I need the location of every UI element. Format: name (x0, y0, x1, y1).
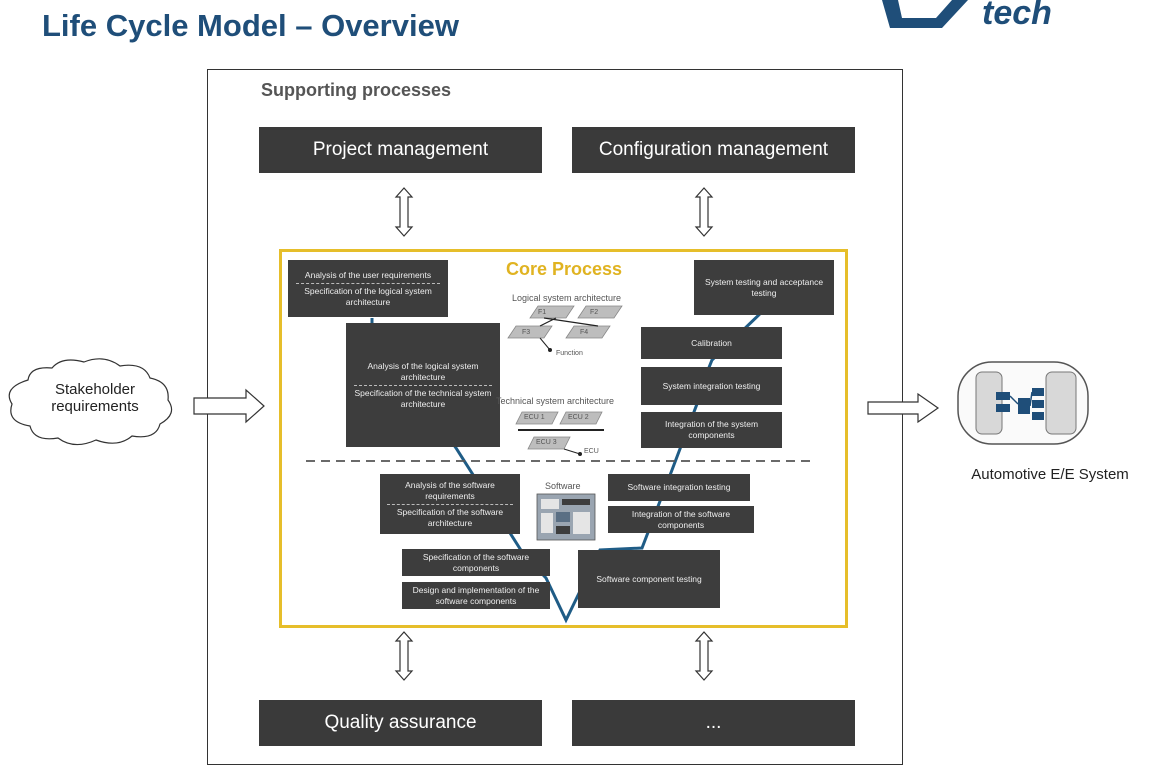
quality-assurance-box: Quality assurance (259, 700, 542, 746)
box-text: Analysis of the logical system architect… (367, 360, 479, 382)
ecu-label: ECU (584, 448, 599, 455)
more-processes-box: ... (572, 700, 855, 746)
double-arrow-icon (394, 187, 414, 237)
box-separator (387, 503, 513, 505)
logo-icon (882, 0, 968, 28)
core-process-frame (279, 249, 848, 628)
logical-architecture-figure (507, 305, 623, 339)
function-label: Function (556, 350, 583, 357)
ecu3-label: ECU 3 (536, 439, 557, 446)
software-label: Software (545, 481, 581, 491)
f2-label: F2 (590, 309, 599, 316)
software-component-testing-box: Software component testing (578, 550, 720, 608)
f4-label: F4 (580, 329, 589, 336)
software-requirements-box: Analysis of the software requirements Sp… (380, 474, 520, 534)
box-text: Specification of the software components (422, 551, 530, 573)
input-arrow-icon (193, 388, 265, 424)
automotive-system-label: Automotive E/E System (971, 466, 1129, 483)
core-process-title: Core Process (506, 259, 623, 279)
output-arrow-icon (867, 392, 940, 424)
calibration-box: Calibration (641, 327, 782, 359)
box-text: Analysis of the software requirements (405, 479, 495, 501)
box-text: Specification of the logical system arch… (304, 285, 432, 307)
box-separator (353, 384, 493, 386)
software-design-box: Design and implementation of the softwar… (402, 582, 550, 609)
ecu1-label: ECU 1 (524, 414, 545, 421)
ecu2-label: ECU 2 (568, 414, 589, 421)
technical-architecture-figure (515, 411, 603, 450)
software-components-spec-box: Specification of the software components (402, 549, 550, 576)
stakeholder-cloud (8, 358, 173, 446)
box-text: Specification of the technical system ar… (354, 387, 492, 409)
user-requirements-box: Analysis of the user requirements Specif… (288, 260, 448, 317)
double-arrow-icon (694, 187, 714, 237)
logical-architecture-box: Analysis of the logical system architect… (346, 323, 500, 447)
box-text: Analysis of the user requirements (304, 269, 432, 280)
stakeholder-requirements-label: Stakeholder requirements (51, 381, 139, 415)
box-text: Design and implementation of the softwar… (412, 584, 540, 606)
software-integration-testing-box: Software integration testing (608, 474, 750, 501)
f3-label: F3 (522, 329, 531, 336)
box-separator (296, 282, 440, 284)
configuration-management-box: Configuration management (572, 127, 855, 173)
page-title: Life Cycle Model – Overview (42, 8, 459, 43)
system-testing-box: System testing and acceptance testing (694, 260, 834, 315)
software-figure-icon (536, 493, 596, 541)
car-icon (957, 361, 1089, 445)
logical-architecture-label: Logical system architecture (512, 293, 622, 303)
software-components-integration-box: Integration of the software components (608, 506, 754, 533)
supporting-processes-frame (207, 69, 903, 765)
double-arrows (394, 187, 714, 681)
box-text: Specification of the software architectu… (396, 506, 504, 528)
logo-text: tech (982, 0, 1052, 32)
project-management-box: Project management (259, 127, 542, 173)
double-arrow-icon (394, 631, 414, 681)
system-integration-testing-box: System integration testing (641, 367, 782, 405)
double-arrow-icon (694, 631, 714, 681)
f1-label: F1 (538, 309, 547, 316)
system-components-integration-box: Integration of the system components (641, 412, 782, 448)
supporting-processes-title: Supporting processes (261, 80, 452, 100)
technical-architecture-label: Technical system architecture (496, 396, 615, 406)
